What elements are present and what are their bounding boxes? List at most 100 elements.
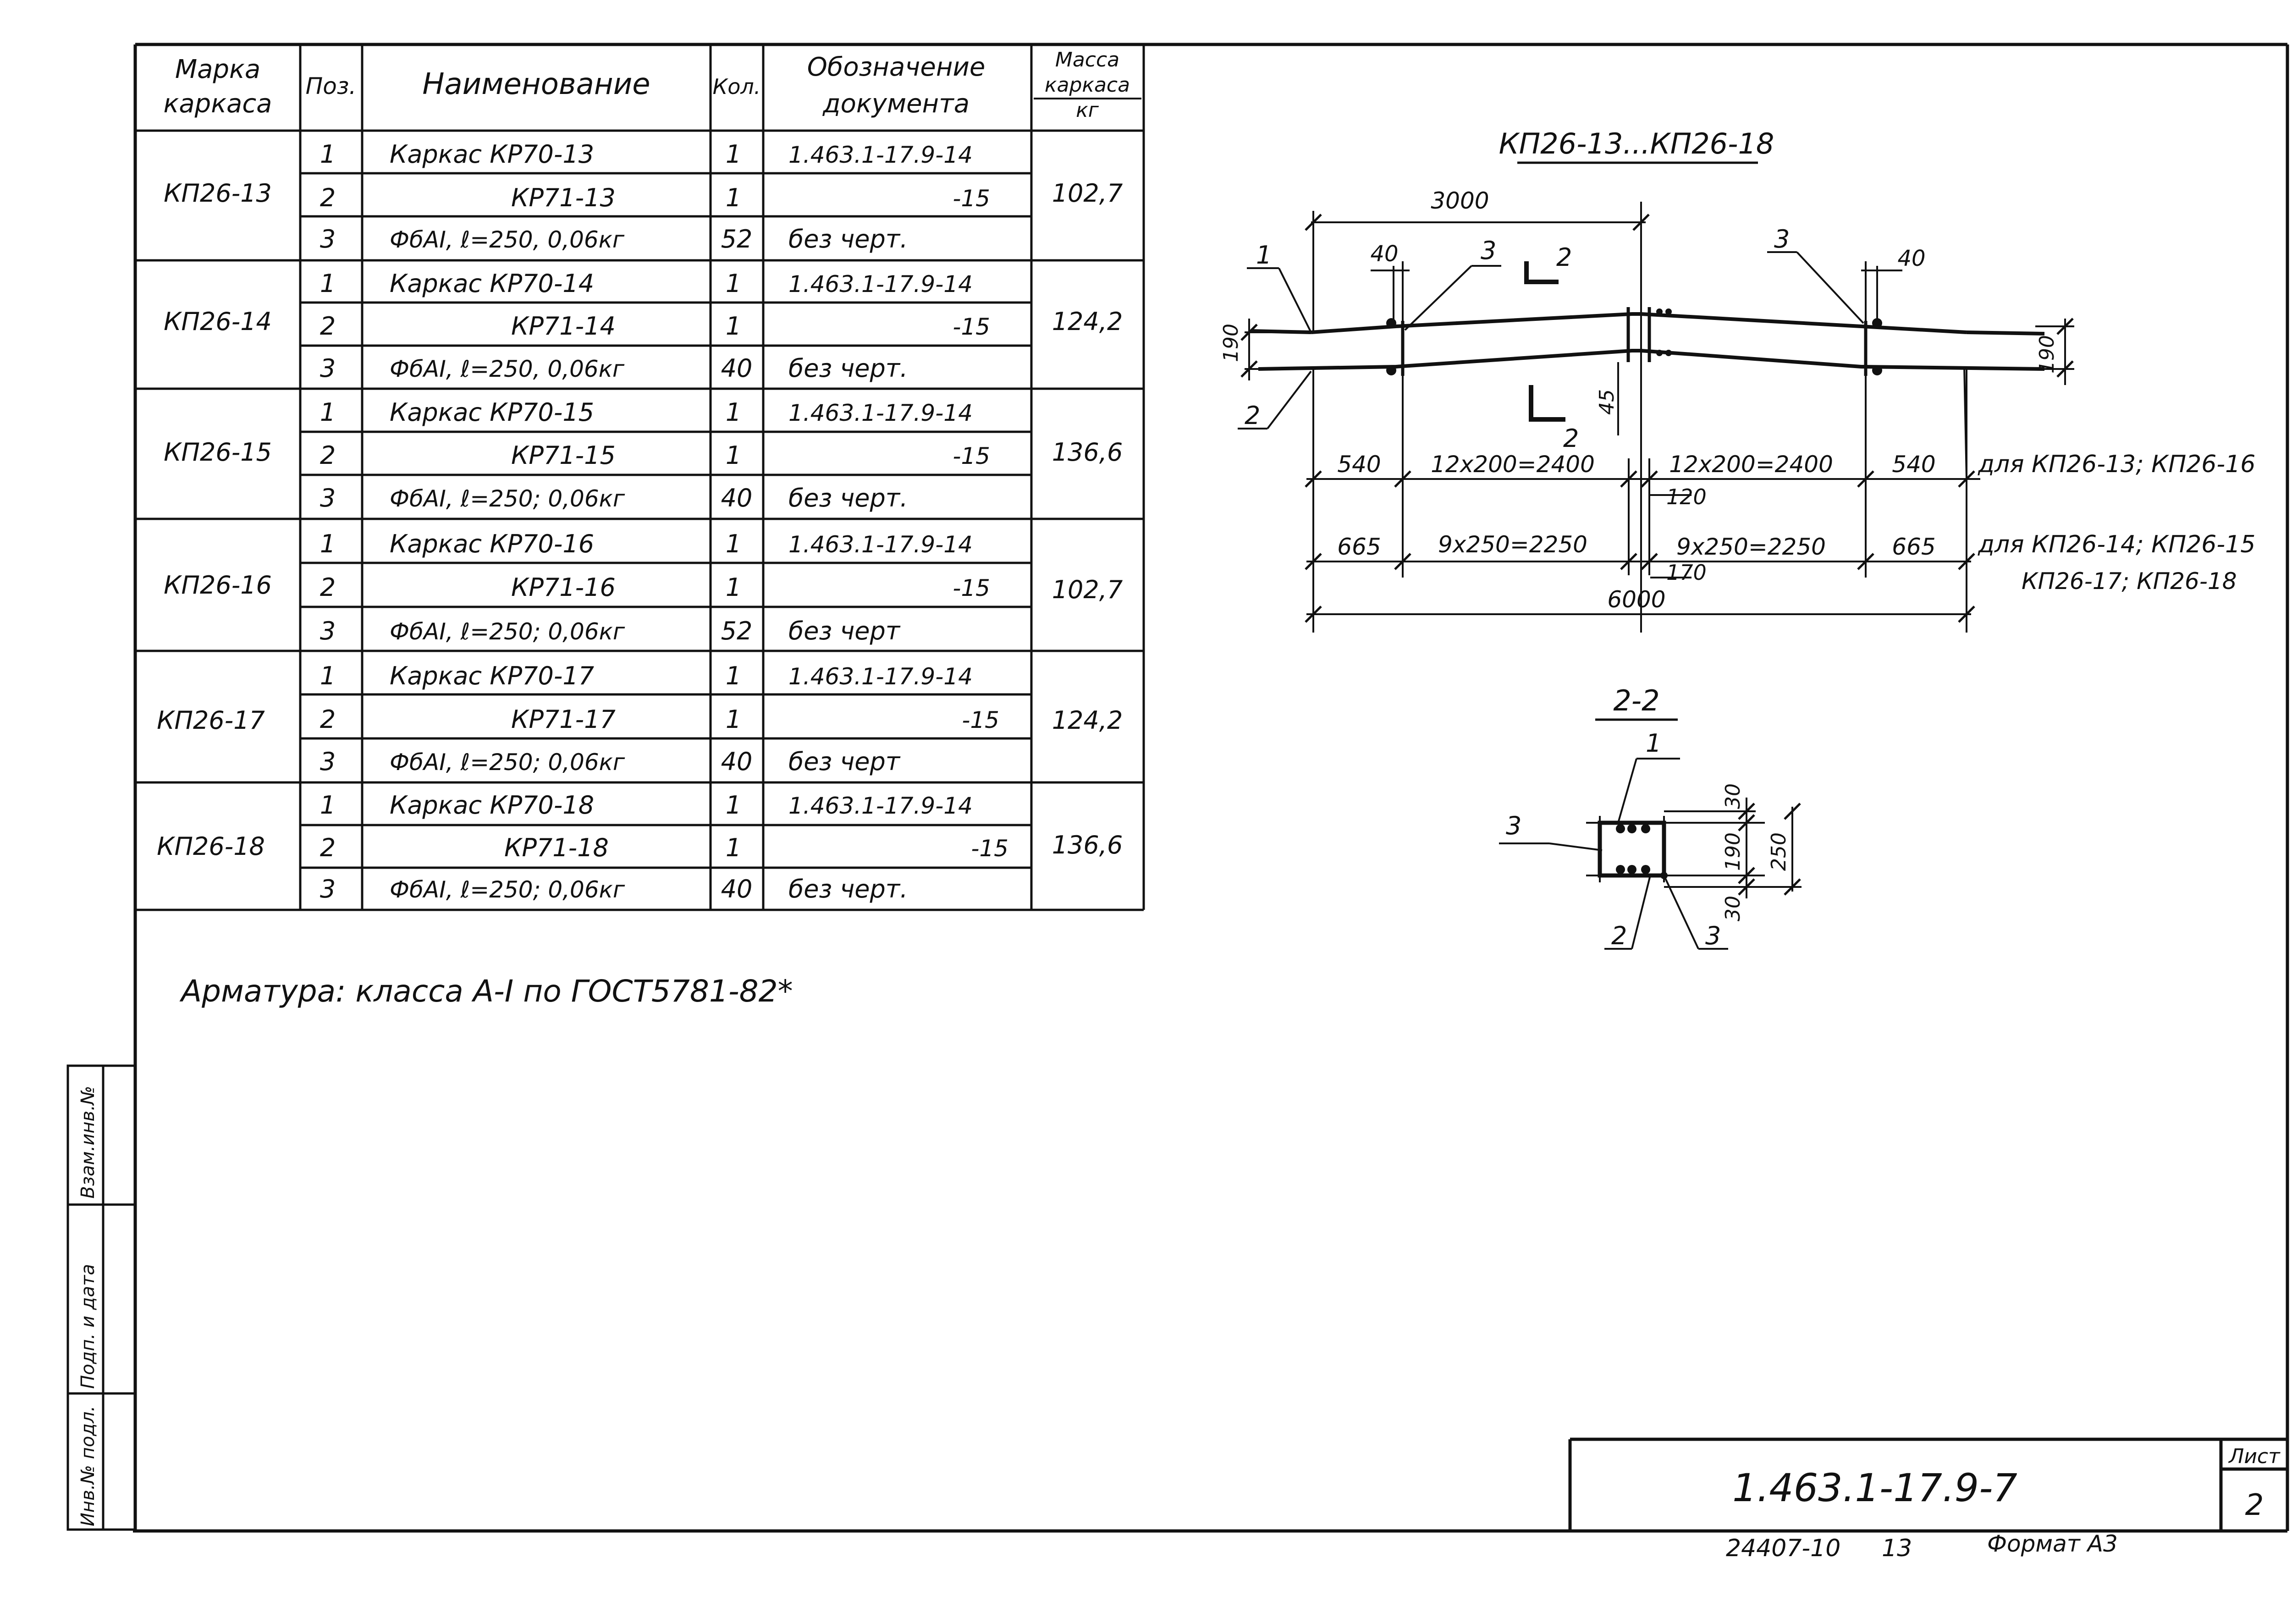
table-row: 2 КР71-15 1 -15 (320, 441, 990, 470)
cell-kol: 1 (726, 661, 741, 690)
cell-name: КР71-13 (511, 183, 616, 212)
section-callout-3-left: 3 (1506, 811, 1521, 840)
dim-9x250-right: 9x250=2250 (1676, 534, 1826, 560)
note-row2-line2: КП26-17; КП26-18 (2022, 568, 2237, 595)
section-callout-1: 1 (1646, 729, 1661, 758)
dim-190-right: 190 (2035, 335, 2059, 374)
cell-kol: 1 (726, 140, 741, 169)
cell-name: Каркас КР70-18 (390, 791, 594, 820)
cell-doc: 1.463.1-17.9-14 (788, 793, 973, 819)
cell-doc: -15 (953, 185, 990, 212)
cell-poz: 1 (320, 398, 336, 427)
cell-kol: 1 (726, 183, 741, 212)
table-grid (135, 44, 1145, 911)
cell-mass: 102,7 (1052, 575, 1123, 604)
elevation-title: КП26-13...КП26-18 (1499, 127, 1774, 160)
cell-kol: 1 (726, 441, 741, 470)
dim-665-right: 665 (1892, 534, 1935, 560)
cell-doc: -15 (962, 707, 999, 733)
sheet-frame (133, 43, 2289, 1533)
cell-kol: 52 (721, 617, 753, 645)
dim-540-left: 540 (1337, 451, 1381, 478)
cell-poz: 3 (320, 225, 336, 253)
cell-name: ФбАI, ℓ=250; 0,06кг (390, 749, 625, 776)
table-group: КП26-18 136,6 1 Каркас КР70-18 1 1.463.1… (157, 791, 1123, 903)
table-row: 2 КР71-16 1 -15 (320, 573, 990, 602)
table-group: КП26-13 102,7 1 Каркас КР70-13 1 1.463.1… (164, 140, 1123, 253)
cell-poz: 1 (320, 791, 336, 820)
cell-doc: 1.463.1-17.9-14 (788, 663, 973, 690)
cell-marka: КП26-15 (164, 438, 272, 467)
section-mark-top: 2 (1556, 243, 1572, 272)
section-rebars (1616, 824, 1668, 879)
leader-lines (1238, 251, 1980, 578)
cell-kol: 1 (726, 398, 741, 427)
cell-poz: 3 (320, 617, 336, 645)
section-mark-bottom: 2 (1563, 424, 1579, 453)
cell-kol: 52 (721, 225, 753, 253)
sheet-label: Лист (2228, 1445, 2281, 1468)
dimension-lines (1245, 202, 2074, 633)
cell-kol: 40 (721, 354, 753, 383)
note-row1: для КП26-13; КП26-16 (1978, 451, 2255, 478)
frame-dots (1386, 308, 1882, 375)
section-callout-3-right: 3 (1705, 921, 1721, 950)
cell-name: ФбАI, ℓ=250; 0,06кг (390, 876, 625, 903)
cell-mass: 124,2 (1052, 706, 1123, 735)
cell-kol: 1 (726, 269, 741, 298)
cell-name: Каркас КР70-13 (390, 140, 594, 169)
section-title: 2-2 (1613, 684, 1659, 717)
cell-poz: 1 (320, 140, 336, 169)
header-name: Наименование (422, 67, 650, 101)
cell-kol: 1 (726, 791, 741, 820)
cell-kol: 40 (721, 747, 753, 776)
cell-doc: 1.463.1-17.9-14 (788, 142, 973, 168)
side-stamp (66, 1064, 137, 1531)
callout-1: 1 (1256, 241, 1272, 270)
cell-mass: 136,6 (1052, 831, 1123, 859)
cell-kol: 1 (726, 833, 741, 862)
cell-doc: без черт (788, 617, 901, 645)
cell-doc: без черт. (788, 225, 908, 253)
cell-doc: без черт (788, 747, 901, 776)
section-2-2: 2-2 (1499, 684, 1802, 950)
dim-250: 250 (1767, 832, 1791, 871)
cell-name: Каркас КР70-15 (390, 398, 594, 427)
cell-doc: без черт. (788, 354, 908, 383)
section-callout-2: 2 (1611, 921, 1627, 950)
callout-2: 2 (1245, 401, 1260, 430)
dim-6000: 6000 (1607, 586, 1665, 613)
format-label: Формат А3 (1987, 1530, 2118, 1557)
dim-30-top: 30 (1721, 783, 1745, 809)
cell-name: Каркас КР70-17 (390, 661, 594, 690)
section-ticks (1738, 803, 1801, 896)
cell-poz: 3 (320, 747, 336, 776)
cell-marka: КП26-17 (157, 706, 265, 735)
cell-kol: 1 (726, 705, 741, 734)
cell-name: КР71-17 (511, 705, 616, 734)
section-leaders (1499, 758, 1728, 950)
dimension-ticks (1240, 214, 2074, 623)
archive-number: 24407-10 (1726, 1535, 1840, 1562)
table-row: 3 ФбАI, ℓ=250; 0,06кг 40 без черт (320, 747, 901, 776)
cell-doc: 1.463.1-17.9-14 (788, 531, 973, 558)
table-row: 2 КР71-18 1 -15 (320, 833, 1008, 862)
cell-doc: без черт. (788, 484, 908, 512)
frame-verticals (1401, 307, 1868, 376)
cell-doc: 1.463.1-17.9-14 (788, 271, 973, 297)
cell-kol: 1 (726, 312, 741, 341)
table-group: КП26-14 124,2 1 Каркас КР70-14 1 1.463.1… (164, 269, 1123, 383)
dim-40-left: 40 (1370, 241, 1398, 267)
stamp-inv-podl: Инв.№ подл. (77, 1406, 99, 1526)
cell-poz: 2 (320, 705, 336, 734)
cell-poz: 3 (320, 484, 336, 512)
cell-doc: -15 (953, 314, 990, 340)
cell-name: КР71-16 (511, 573, 616, 602)
stamp-podp-data: Подп. и дата (77, 1264, 99, 1389)
section-arrows (1524, 261, 1565, 422)
table-group: КП26-17 124,2 1 Каркас КР70-17 1 1.463.1… (157, 661, 1123, 776)
spec-table: Марка каркаса Поз. Наименование Кол. Обо… (135, 44, 1145, 911)
table-row: 1 Каркас КР70-15 1 1.463.1-17.9-14 (320, 398, 973, 427)
table-row: 1 Каркас КР70-17 1 1.463.1-17.9-14 (320, 661, 973, 690)
table-row: 1 Каркас КР70-16 1 1.463.1-17.9-14 (320, 529, 973, 558)
